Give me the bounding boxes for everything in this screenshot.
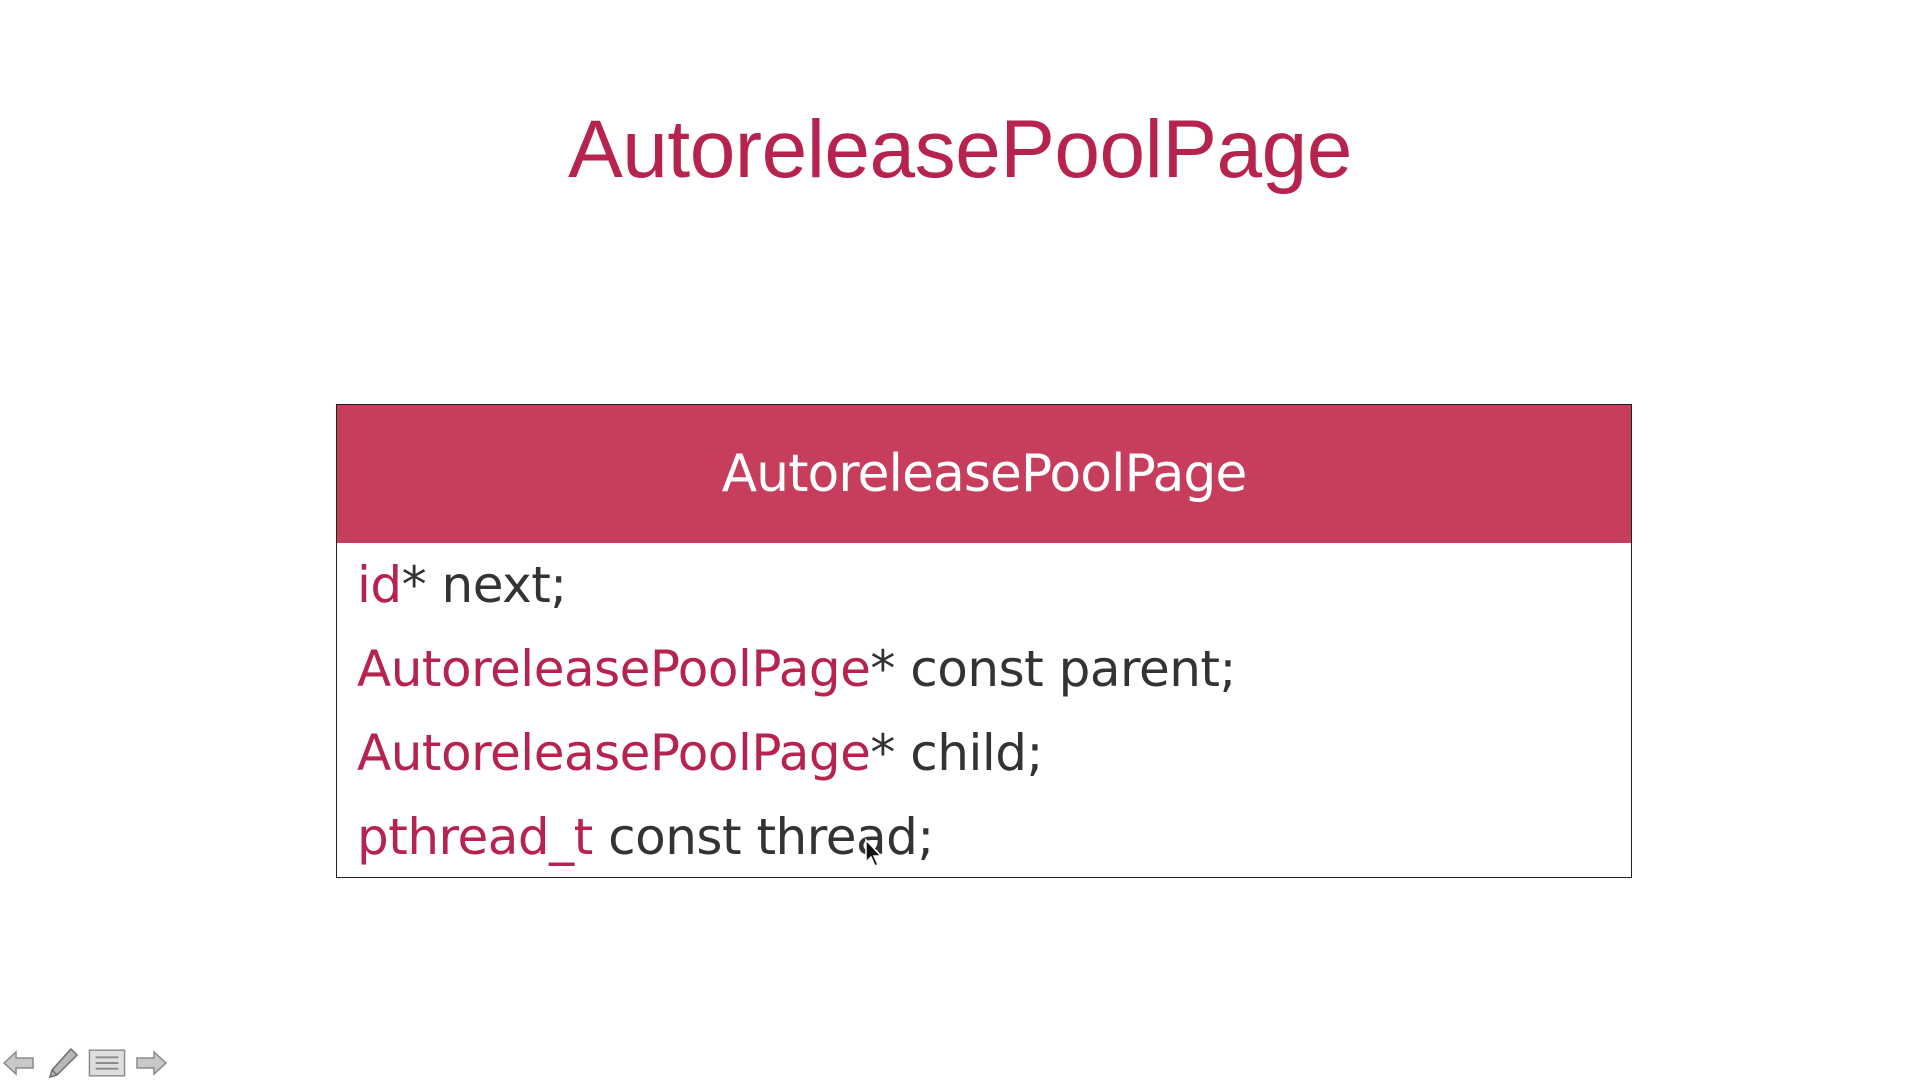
previous-slide-button[interactable]: [0, 1046, 38, 1080]
slideshow-nav-bar: [0, 1046, 170, 1080]
class-header: AutoreleasePoolPage: [337, 405, 1631, 543]
member-row-child: AutoreleasePoolPage* child;: [357, 711, 1631, 795]
member-row-thread: pthread_t const thread;: [357, 795, 1631, 879]
arrow-left-icon: [2, 1050, 34, 1076]
class-name: AutoreleasePoolPage: [721, 444, 1248, 504]
member-type: id: [357, 556, 402, 614]
next-slide-button[interactable]: [132, 1046, 170, 1080]
slide-menu-button[interactable]: [88, 1046, 126, 1080]
member-row-parent: AutoreleasePoolPage* const parent;: [357, 627, 1631, 711]
pen-button[interactable]: [44, 1046, 82, 1080]
slide-title: AutoreleasePoolPage: [568, 104, 1352, 195]
mouse-pointer-icon: [865, 838, 883, 868]
menu-icon: [88, 1049, 126, 1077]
member-declaration: * const parent;: [870, 640, 1236, 698]
class-diagram-box: AutoreleasePoolPage id* next; Autoreleas…: [336, 404, 1632, 878]
member-declaration: * child;: [870, 724, 1043, 782]
member-declaration: * next;: [401, 556, 568, 614]
member-list: id* next; AutoreleasePoolPage* const par…: [357, 543, 1631, 879]
member-type: AutoreleasePoolPage: [357, 724, 871, 782]
arrow-right-icon: [136, 1050, 168, 1076]
member-type: pthread_t: [357, 808, 593, 866]
member-type: AutoreleasePoolPage: [357, 640, 871, 698]
member-row-next: id* next;: [357, 543, 1631, 627]
pen-icon: [48, 1047, 79, 1079]
